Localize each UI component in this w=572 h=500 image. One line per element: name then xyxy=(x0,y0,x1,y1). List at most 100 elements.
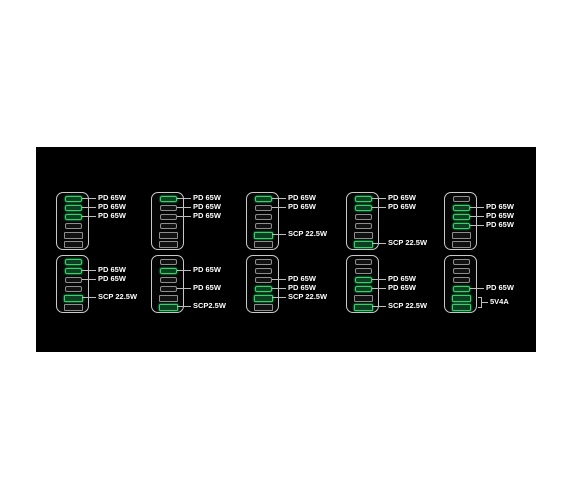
leader-line xyxy=(272,279,286,280)
charger-body xyxy=(346,192,379,250)
usb-a-port xyxy=(354,294,373,302)
usb-c-port-active xyxy=(453,223,470,229)
usb-c-port xyxy=(160,259,177,265)
usb-c-port xyxy=(65,277,82,283)
leader-line xyxy=(177,288,191,289)
leader-line xyxy=(482,301,488,303)
leader-line xyxy=(272,198,286,199)
usb-c-port xyxy=(160,277,177,283)
charger-body xyxy=(346,255,379,313)
leader-line xyxy=(82,216,96,217)
usb-c-port xyxy=(453,268,470,274)
usb-a-port xyxy=(64,303,83,311)
leader-line xyxy=(372,198,386,199)
usb-a-port xyxy=(354,231,373,239)
power-label: SCP 22.5W xyxy=(388,301,428,310)
charger-body xyxy=(151,192,184,250)
usb-c-port-active xyxy=(65,268,82,274)
power-label: SCP 22.5W xyxy=(388,238,428,247)
usb-a-port-active xyxy=(354,240,373,248)
leader-line xyxy=(272,234,286,235)
power-label: PD 65W xyxy=(193,283,221,292)
usb-c-port-active xyxy=(453,214,470,220)
leader-line xyxy=(82,198,96,199)
power-label: PD 65W xyxy=(98,265,126,274)
leader-line xyxy=(372,279,386,280)
usb-a-port-active xyxy=(254,231,273,239)
power-label: PD 65W xyxy=(193,193,221,202)
usb-c-port xyxy=(355,268,372,274)
power-label: PD 65W xyxy=(288,283,316,292)
usb-c-port-active xyxy=(453,205,470,211)
group-bracket xyxy=(478,297,482,308)
charger-body xyxy=(151,255,184,313)
usb-c-port-active xyxy=(65,214,82,220)
leader-line xyxy=(372,288,386,289)
usb-c-port xyxy=(160,286,177,292)
charger-body xyxy=(246,192,279,250)
usb-a-port-active xyxy=(452,294,471,302)
usb-c-port xyxy=(453,196,470,202)
charger-body xyxy=(444,192,477,250)
leader-line xyxy=(372,306,386,307)
usb-c-port xyxy=(453,277,470,283)
leader-line xyxy=(177,198,191,199)
power-label: PD 65W xyxy=(193,265,221,274)
usb-c-port-active xyxy=(453,286,470,292)
charger-body xyxy=(56,255,89,313)
usb-a-port xyxy=(452,231,471,239)
usb-c-port xyxy=(355,259,372,265)
usb-c-port xyxy=(160,223,177,229)
leader-line xyxy=(272,288,286,289)
leader-line xyxy=(372,207,386,208)
usb-a-port xyxy=(254,303,273,311)
power-label: PD 65W xyxy=(193,202,221,211)
usb-c-port xyxy=(255,268,272,274)
charger-body xyxy=(444,255,477,313)
usb-c-port xyxy=(255,214,272,220)
power-label: PD 65W xyxy=(288,274,316,283)
usb-c-port-active xyxy=(65,259,82,265)
usb-c-port xyxy=(160,214,177,220)
power-label: PD 65W xyxy=(388,274,416,283)
power-label: PD 65W xyxy=(486,220,514,229)
power-label: PD 65W xyxy=(98,274,126,283)
leader-line xyxy=(470,207,484,208)
usb-c-port-active xyxy=(65,196,82,202)
power-label: SCP2.5W xyxy=(193,301,226,310)
power-label: PD 65W xyxy=(288,193,316,202)
usb-a-port xyxy=(64,240,83,248)
usb-c-port xyxy=(255,259,272,265)
usb-c-port xyxy=(255,223,272,229)
usb-c-port-active xyxy=(160,196,177,202)
power-label: PD 65W xyxy=(98,193,126,202)
usb-c-port xyxy=(355,214,372,220)
power-label: PD 65W xyxy=(288,202,316,211)
leader-line xyxy=(82,207,96,208)
charger-body xyxy=(56,192,89,250)
charger-config-7: PD 65W PD 65W SCP2.5W xyxy=(136,255,232,315)
leader-line xyxy=(272,207,286,208)
power-label: 5V4A xyxy=(490,296,509,306)
usb-c-port xyxy=(65,286,82,292)
usb-a-port xyxy=(254,240,273,248)
usb-a-port xyxy=(452,240,471,248)
usb-c-port xyxy=(65,223,82,229)
charger-body xyxy=(246,255,279,313)
leader-line xyxy=(177,270,191,271)
usb-a-port xyxy=(159,240,178,248)
usb-a-port-active xyxy=(254,294,273,302)
power-label: PD 65W xyxy=(388,202,416,211)
leader-line xyxy=(470,225,484,226)
power-label: SCP 22.5W xyxy=(288,229,328,238)
usb-c-port-active xyxy=(355,286,372,292)
leader-line xyxy=(177,216,191,217)
usb-c-port-active xyxy=(355,205,372,211)
leader-line xyxy=(82,297,96,298)
usb-c-port-active xyxy=(160,268,177,274)
